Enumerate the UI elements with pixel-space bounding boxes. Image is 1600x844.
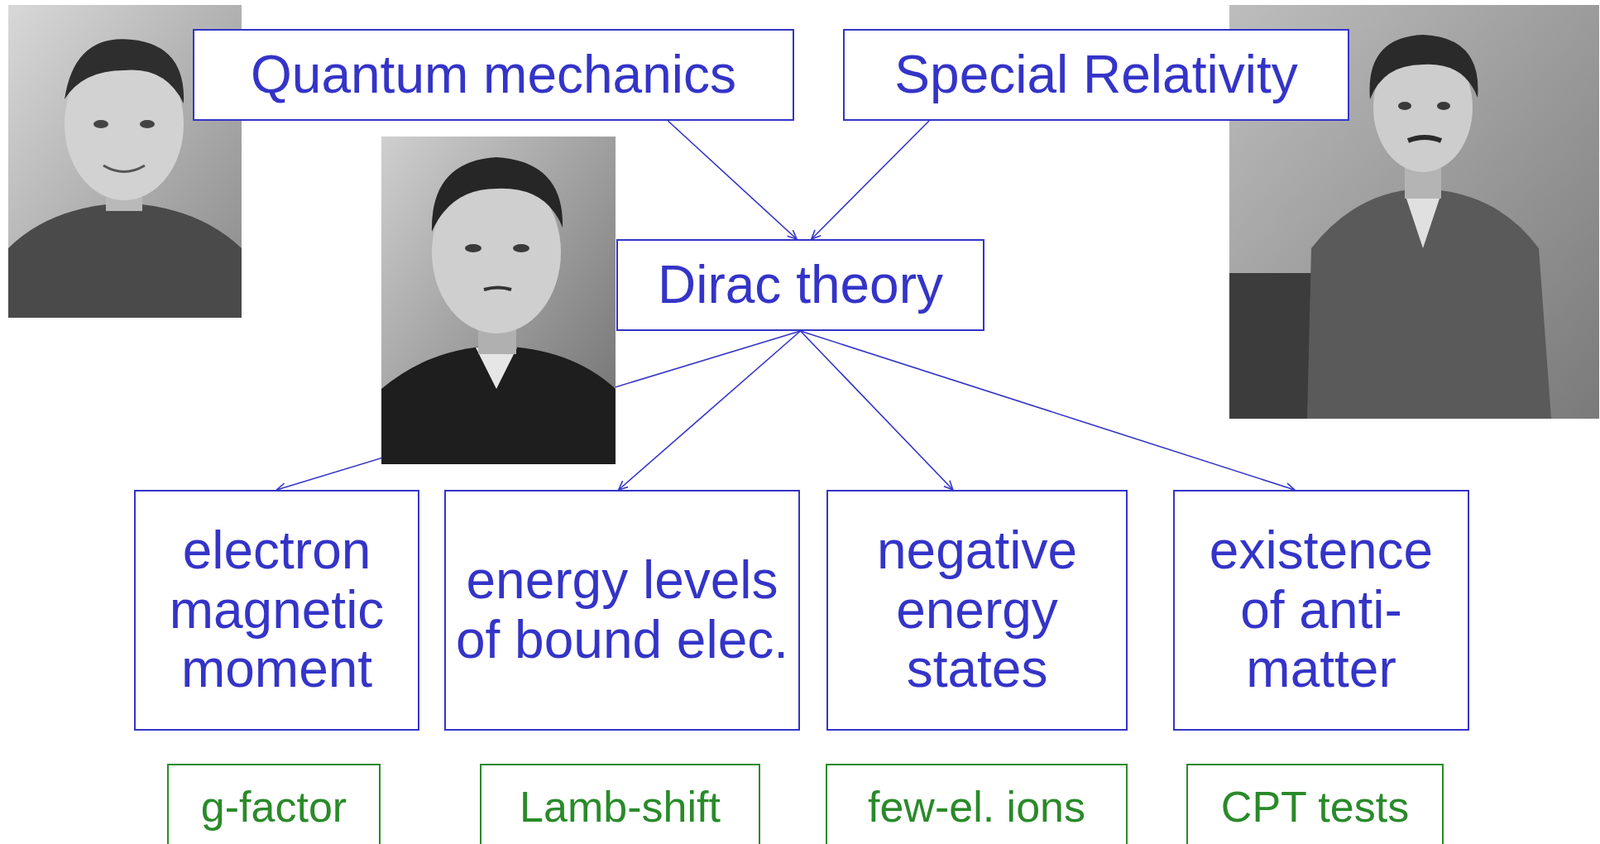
- node-label: negative energy states: [836, 521, 1118, 700]
- input-box: Quantum mechanics: [192, 28, 795, 121]
- test-box: few-el. ions: [825, 763, 1128, 844]
- prediction-box: negative energy states: [826, 489, 1128, 731]
- prediction-box: electron magnetic moment: [134, 489, 420, 731]
- node-label: CPT tests: [1221, 782, 1409, 831]
- test-box: CPT tests: [1186, 763, 1444, 844]
- arrow-connector: [618, 330, 801, 490]
- dirac-portrait: [381, 136, 616, 465]
- arrow-connector: [277, 330, 801, 490]
- node-label: few-el. ions: [867, 782, 1086, 831]
- prediction-box: energy levels of bound elec.: [444, 489, 800, 731]
- node-label: energy levels of bound elec.: [454, 550, 791, 670]
- node-label: Special Relativity: [894, 45, 1298, 106]
- theory-box: Dirac theory: [616, 239, 985, 331]
- node-label: Lamb-shift: [519, 782, 721, 831]
- arrow-connector: [811, 120, 930, 240]
- node-label: electron magnetic moment: [143, 521, 410, 700]
- node-label: existence of anti-matter: [1183, 521, 1460, 700]
- prediction-box: existence of anti-matter: [1173, 489, 1470, 731]
- input-box: Special Relativity: [843, 28, 1350, 121]
- node-label: Dirac theory: [657, 255, 944, 316]
- test-box: Lamb-shift: [479, 763, 761, 844]
- test-box: g-factor: [167, 763, 381, 844]
- arrow-connector: [800, 330, 1295, 490]
- node-label: g-factor: [201, 782, 347, 831]
- arrow-connector: [667, 120, 797, 240]
- node-label: Quantum mechanics: [250, 45, 737, 106]
